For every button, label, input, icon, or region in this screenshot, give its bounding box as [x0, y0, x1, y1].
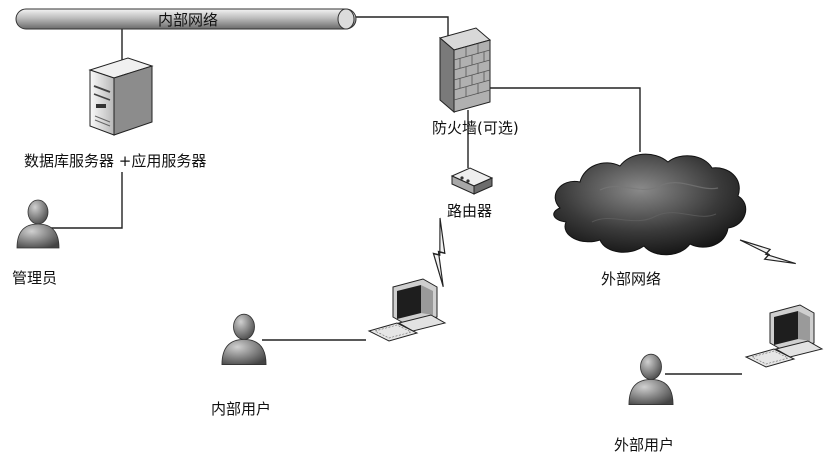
internal-user-person-icon: [221, 313, 267, 366]
firewall-icon: [438, 27, 492, 114]
internet-label: 外部网络: [601, 270, 661, 288]
router-label: 路由器: [447, 202, 492, 220]
router-icon: [450, 167, 494, 195]
cloud-icon: [553, 153, 747, 256]
admin-label: 管理员: [12, 269, 57, 287]
internal-user-label: 内部用户: [211, 400, 271, 418]
admin-to-server-line: [50, 172, 123, 229]
external-user-label: 外部用户: [614, 436, 674, 454]
server-label: 数据库服务器 +应用服务器: [24, 152, 206, 170]
wireless-link-icon-external: [739, 224, 797, 279]
internal-network-backbone: 内部网络: [15, 8, 357, 30]
admin-person-icon: [16, 199, 60, 249]
firewall-label: 防火墙(可选): [432, 119, 519, 137]
wireless-link-icon-internal: [423, 217, 460, 288]
connection-lines: [50, 16, 742, 375]
backbone-to-firewall-line: [354, 16, 449, 38]
server-icon: [88, 57, 154, 136]
backbone-label: 内部网络: [158, 11, 218, 29]
firewall-to-internet-line: [490, 87, 641, 152]
external-user-person-icon: [628, 353, 674, 406]
internal-computer-icon: [368, 278, 446, 342]
external-computer-icon: [745, 304, 823, 368]
